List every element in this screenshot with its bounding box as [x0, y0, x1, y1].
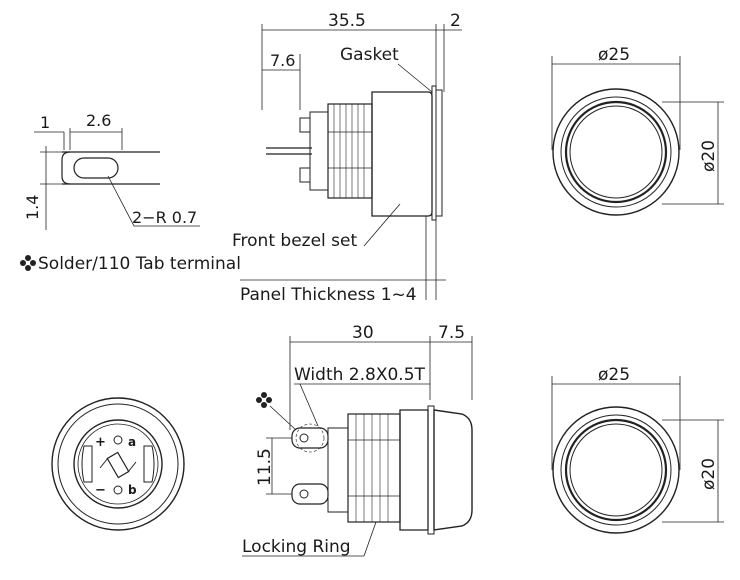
width-label: Width 2.8X0.5T: [294, 365, 426, 385]
bottom-cap-label: 7.5: [438, 323, 465, 343]
terminal-b-mark: b: [128, 483, 137, 497]
flower-asterisk-icon: [256, 392, 272, 408]
flange-label: 2: [450, 11, 461, 31]
terminal-a-mark: a: [128, 435, 136, 449]
terminal-minus-mark: −: [95, 483, 106, 498]
panel-thickness-label: Panel Thickness 1~4: [240, 285, 417, 305]
solder-tab-note: Solder/110 Tab terminal: [20, 254, 241, 274]
tab-detail: 1 2.6 1.4 2−R 0.7: [23, 111, 200, 230]
tab-height-label: 1.4: [23, 195, 42, 220]
bottom-inner-diameter-label: ø20: [699, 458, 719, 490]
front-view-bottom: ø25 ø20: [551, 365, 724, 534]
rear-view: + − a b: [51, 397, 185, 531]
locking-ring-label: Locking Ring: [242, 537, 351, 557]
bottom-diameter-label: ø25: [598, 365, 630, 385]
terminal-plus-mark: +: [95, 435, 106, 450]
side-view-top: 35.5 2 7.6 Gasket Front bezel s: [232, 11, 462, 305]
front-view-top: ø25 ø20: [551, 45, 724, 216]
tab-radius-label: 2−R 0.7: [132, 208, 197, 227]
top-diameter-label: ø25: [598, 45, 630, 65]
tab-width-label: 2.6: [86, 111, 111, 130]
overall-length-label: 35.5: [328, 11, 366, 31]
tab-offset-label: 1: [40, 113, 50, 132]
side-view-bottom: 30 7.5 Width 2.8X0.5T 11.5: [242, 323, 473, 557]
gasket-label: Gasket: [340, 45, 399, 65]
top-inner-diameter-label: ø20: [699, 140, 719, 172]
body-length-label: 7.6: [270, 51, 295, 70]
front-bezel-label: Front bezel set: [232, 231, 357, 251]
bottom-overall-label: 30: [352, 323, 374, 343]
solder-tab-label: Solder/110 Tab terminal: [38, 254, 241, 274]
terminal-pitch-label: 11.5: [255, 448, 275, 486]
flower-asterisk-icon: [20, 255, 36, 271]
